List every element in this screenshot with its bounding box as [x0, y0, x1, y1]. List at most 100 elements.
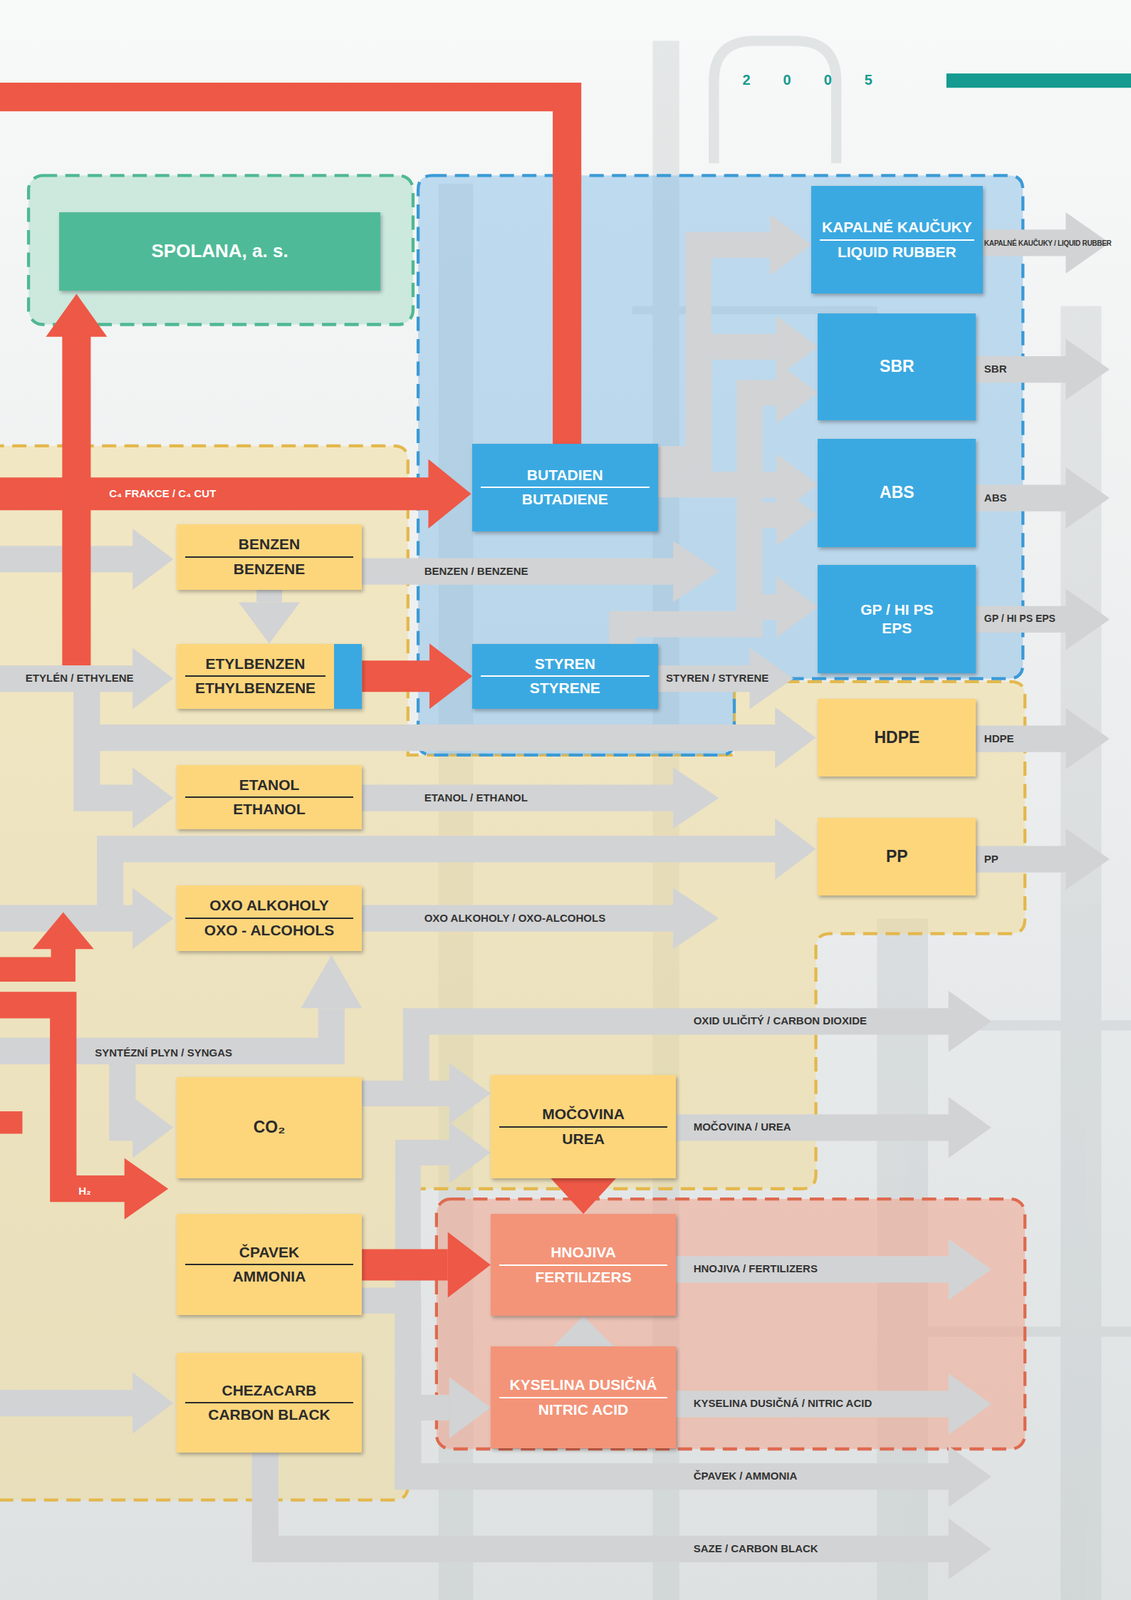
- region-outline: [28, 175, 414, 325]
- feed-label: ETYLÉN / ETHYLENE: [25, 672, 134, 685]
- flow-connector: [550, 1178, 617, 1214]
- output-label: ČPAVEK / AMMONIA: [693, 1470, 798, 1483]
- flow-shaft: [975, 356, 1068, 383]
- product-box: OXO ALKOHOLYOXO - ALCOHOLS: [176, 885, 363, 951]
- output-label: OXID ULIČITÝ / CARBON DIOXIDE: [693, 1014, 867, 1028]
- flow-connector: [552, 1315, 614, 1347]
- box-text: SBR: [826, 353, 968, 379]
- arrow-head: [449, 1121, 491, 1183]
- arrow-head: [300, 955, 362, 1008]
- arrow-head: [1065, 467, 1110, 529]
- flow-shaft: [675, 1113, 951, 1141]
- arrow-head: [948, 1373, 992, 1435]
- flow-shaft: [361, 905, 676, 932]
- arrow-head: [948, 1445, 992, 1508]
- product-box: PP: [817, 817, 976, 896]
- box-text: STYREN: [480, 652, 650, 676]
- output-label: ABS: [984, 492, 1008, 505]
- output-label: SBR: [984, 363, 1008, 376]
- box-text: MOČOVINA: [499, 1102, 669, 1126]
- arrow-head: [776, 484, 818, 546]
- box-text: BUTADIEN: [480, 463, 650, 487]
- box-text: LIQUID RUBBER: [819, 239, 975, 264]
- product-box: KYSELINA DUSIČNÁNITRIC ACID: [490, 1346, 677, 1448]
- flow-shaft: [675, 1255, 951, 1282]
- product-box: BENZENBENZENE: [176, 524, 363, 590]
- arrow-head: [1065, 707, 1110, 770]
- flow-shafts: [0, 242, 1068, 1549]
- arrow-head: [132, 887, 174, 949]
- feed-label: C₄ FRAKCE / C₄ CUT: [108, 487, 216, 500]
- box-text: UREA: [499, 1126, 669, 1151]
- box-text: SPOLANA, a. s.: [67, 237, 372, 265]
- output-label: BENZEN / BENZENE: [424, 565, 529, 578]
- arrow-head: [45, 294, 107, 337]
- feed-label: H₂: [78, 1185, 92, 1198]
- product-box: CO₂: [176, 1076, 363, 1179]
- arrow-head: [449, 1376, 491, 1438]
- box-text: OXO ALKOHOLY: [185, 893, 354, 917]
- arrow-head: [948, 1238, 992, 1300]
- arrow-head: [132, 767, 174, 829]
- box-text: KAPALNÉ KAUČUKY: [819, 215, 975, 239]
- arrow-head: [776, 576, 818, 638]
- arrow-head: [132, 648, 174, 710]
- output-label: OXO ALKOHOLY / OXO-ALCOHOLS: [424, 911, 606, 924]
- box-text: BENZENE: [185, 556, 354, 581]
- arrow-head: [948, 990, 992, 1052]
- arrow-head: [774, 818, 816, 880]
- product-box: ABS: [817, 438, 976, 547]
- arrow-head: [449, 1062, 491, 1124]
- box-text: BENZEN: [185, 532, 354, 556]
- box-text: AMMONIA: [185, 1263, 354, 1288]
- box-text: ČPAVEK: [185, 1240, 354, 1264]
- arrow-head: [673, 767, 719, 829]
- product-box: ČPAVEKAMMONIA: [176, 1213, 363, 1315]
- connector-shaft: [621, 514, 777, 644]
- flow-shaft: [975, 606, 1068, 633]
- box-text: HDPE: [826, 725, 968, 750]
- intermediate-box: STYRENSTYRENE: [472, 643, 659, 710]
- arrow-head: [774, 707, 816, 769]
- box-text: FERTILIZERS: [499, 1264, 669, 1289]
- product-box: HDPE: [817, 698, 976, 777]
- region-outline: [418, 175, 1023, 755]
- arrow-head: [1065, 588, 1110, 650]
- connector-shaft: [361, 1249, 448, 1281]
- arrow-head: [1065, 339, 1110, 401]
- arrow-head: [948, 1096, 992, 1159]
- flow-connector: [361, 1062, 491, 1124]
- feed-label: SYNTÉZNÍ PLYN / SYNGAS: [94, 1046, 233, 1059]
- flow-shaft: [361, 784, 676, 812]
- flow-connector: [361, 1121, 491, 1301]
- connector-shaft: [361, 660, 430, 692]
- box-text: GP / HI PS EPS: [853, 598, 941, 640]
- product-box: KAPALNÉ KAUČUKYLIQUID RUBBER: [811, 185, 983, 295]
- output-label: SAZE / CARBON BLACK: [693, 1541, 819, 1555]
- output-label: STYREN / STYRENE: [665, 672, 769, 685]
- arrow-head: [124, 1158, 169, 1220]
- feed-shafts-red: [0, 96, 567, 1189]
- header-bar: [946, 73, 1131, 88]
- intermediate-box: ETYLBENZENETHYLBENZENE: [176, 643, 363, 710]
- flow-shaft: [975, 845, 1068, 872]
- connector-shaft: [361, 1300, 449, 1408]
- company-box: SPOLANA, a. s.: [59, 212, 381, 291]
- product-box: HNOJIVAFERTILIZERS: [490, 1213, 677, 1316]
- box-text: ETANOL: [185, 773, 354, 797]
- flow-shaft: [0, 1004, 127, 1189]
- flow-connector: [621, 576, 818, 644]
- flow-shaft: [675, 1390, 951, 1417]
- box-text: CO₂: [185, 1114, 354, 1140]
- arrow-head: [673, 540, 719, 602]
- arrow-head: [447, 1232, 491, 1298]
- box-text: ETHANOL: [185, 796, 354, 821]
- product-box: SBR: [817, 313, 976, 421]
- flow-connector: [361, 1300, 491, 1438]
- region-outline: [436, 1198, 1025, 1449]
- flow-shaft: [408, 1300, 951, 1476]
- arrow-head: [948, 1517, 992, 1579]
- arrow-head: [776, 361, 818, 424]
